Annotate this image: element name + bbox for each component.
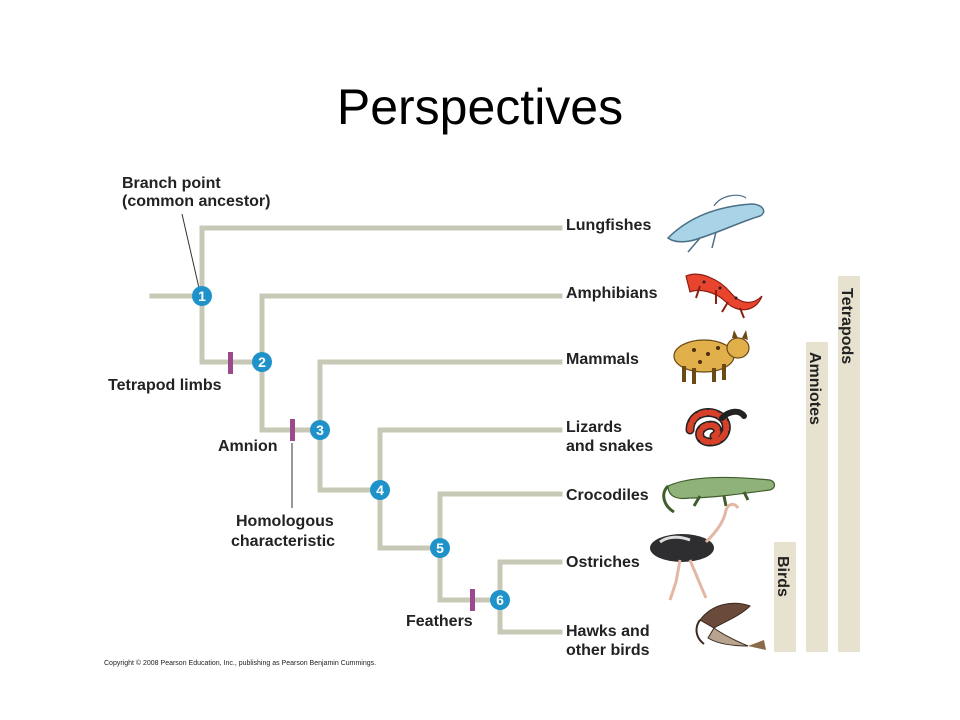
svg-text:Amniotes: Amniotes bbox=[806, 352, 823, 425]
taxon-ostriches: Ostriches bbox=[566, 554, 640, 571]
marker-feathers bbox=[470, 589, 475, 611]
crocodile-illustration bbox=[662, 476, 776, 514]
slide-title: Perspectives bbox=[336, 79, 624, 135]
node-5: 5 bbox=[430, 538, 450, 558]
snake-illustration bbox=[685, 408, 747, 447]
label-tetrapod-limbs: Tetrapod limbs bbox=[108, 377, 222, 394]
branch-node4-node5 bbox=[377, 487, 443, 551]
tree-branches bbox=[149, 225, 563, 635]
ostrich-illustration bbox=[650, 502, 740, 601]
branch-node1-node2 bbox=[199, 293, 265, 365]
taxon-lizards-1: Lizards bbox=[566, 419, 622, 436]
clade-birds: Birds bbox=[774, 542, 796, 652]
pointer-lines bbox=[181, 213, 293, 508]
svg-text:5: 5 bbox=[436, 540, 444, 556]
svg-text:1: 1 bbox=[198, 288, 206, 304]
svg-text:3: 3 bbox=[316, 422, 324, 438]
node-2: 2 bbox=[252, 352, 272, 372]
branch-hawks bbox=[497, 597, 563, 635]
bobcat-illustration bbox=[673, 330, 750, 384]
branch-lungfishes bbox=[199, 225, 563, 299]
svg-text:Tetrapods: Tetrapods bbox=[838, 288, 855, 364]
salamander-illustration bbox=[685, 273, 763, 319]
node-4: 4 bbox=[370, 480, 390, 500]
branch-lizards bbox=[377, 427, 563, 493]
node-1: 1 bbox=[192, 286, 212, 306]
clade-amniotes: Amniotes bbox=[806, 342, 828, 652]
svg-text:Birds: Birds bbox=[774, 556, 791, 597]
taxon-amphibians: Amphibians bbox=[566, 285, 658, 302]
branch-ostriches bbox=[497, 559, 563, 603]
node-6: 6 bbox=[490, 590, 510, 610]
trait-markers bbox=[228, 352, 475, 611]
pointer-branch-point bbox=[181, 213, 200, 289]
label-branch-point-1: Branch point bbox=[122, 175, 221, 192]
copyright-notice: Copyright © 2008 Pearson Education, Inc.… bbox=[104, 660, 377, 667]
branch-node3-node4 bbox=[317, 427, 383, 493]
svg-text:6: 6 bbox=[496, 592, 504, 608]
svg-text:2: 2 bbox=[258, 354, 266, 370]
clade-tetrapods: Tetrapods bbox=[838, 276, 860, 652]
clade-bars: Tetrapods Amniotes Birds bbox=[774, 276, 860, 652]
branch-node2-node3 bbox=[259, 359, 323, 433]
marker-amnion bbox=[290, 419, 295, 441]
branch-mammals bbox=[317, 359, 563, 433]
label-branch-point-2: (common ancestor) bbox=[122, 193, 270, 210]
taxon-mammals: Mammals bbox=[566, 351, 639, 368]
taxon-hawks-1: Hawks and bbox=[566, 623, 650, 640]
taxon-lizards-2: and snakes bbox=[566, 438, 653, 455]
branch-crocodiles bbox=[437, 491, 563, 551]
hawk-illustration bbox=[695, 602, 766, 650]
branch-amphibians bbox=[259, 293, 563, 365]
label-homologous-2: characteristic bbox=[231, 533, 335, 550]
label-feathers: Feathers bbox=[406, 613, 473, 630]
tree-nodes: 1 2 3 4 5 6 bbox=[192, 286, 510, 610]
marker-tetrapod-limbs bbox=[228, 352, 233, 374]
node-3: 3 bbox=[310, 420, 330, 440]
taxon-hawks-2: other birds bbox=[566, 642, 650, 659]
svg-text:4: 4 bbox=[376, 482, 384, 498]
label-homologous-1: Homologous bbox=[236, 513, 334, 530]
lungfish-illustration bbox=[666, 194, 765, 253]
label-amnion: Amnion bbox=[218, 438, 278, 455]
taxon-crocodiles: Crocodiles bbox=[566, 487, 649, 504]
taxon-lungfishes: Lungfishes bbox=[566, 217, 651, 234]
branch-node5-node6 bbox=[437, 545, 503, 603]
